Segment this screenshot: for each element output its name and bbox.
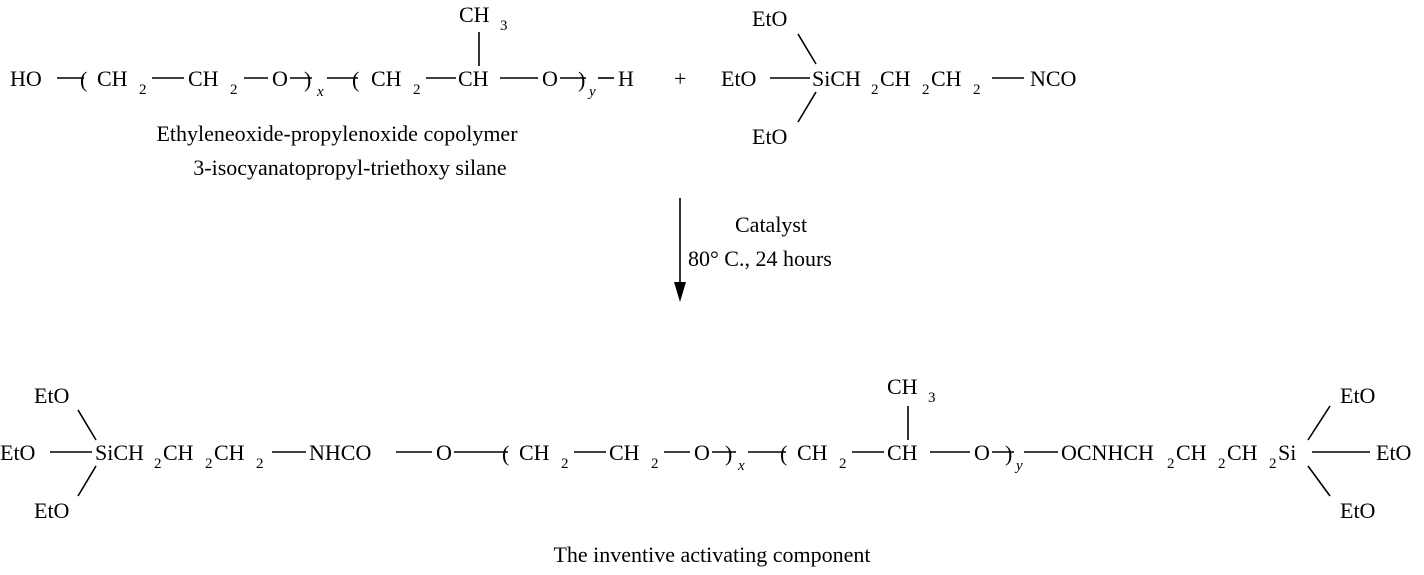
nco-text: NCO — [1030, 66, 1076, 91]
ch2-text: CH — [1227, 440, 1258, 465]
eto-text: EtO — [752, 124, 787, 149]
bond — [798, 34, 816, 64]
paren-close: ) — [1005, 441, 1012, 466]
ch-methine-text: CH — [887, 440, 918, 465]
paren-close: ) — [725, 441, 732, 466]
ch2-text: CH — [188, 66, 219, 91]
subscript-2: 2 — [1269, 456, 1277, 472]
ch2-text: CH — [880, 66, 911, 91]
si-chain-text: SiCH — [95, 440, 144, 465]
paren-close: ) — [304, 67, 311, 92]
subscript-2: 2 — [139, 82, 147, 98]
subscript-2: 2 — [922, 82, 930, 98]
paren-open: ( — [80, 67, 87, 92]
si-chain-text: SiCH — [812, 66, 861, 91]
subscript-2: 2 — [871, 82, 879, 98]
eto-text: EtO — [34, 383, 69, 408]
subscript-2: 2 — [230, 82, 238, 98]
eto-text: EtO — [1340, 498, 1375, 523]
subscript-x: x — [316, 84, 324, 100]
eto-text: EtO — [1376, 440, 1411, 465]
oxygen-text: O — [542, 66, 558, 91]
eto-text: EtO — [1340, 383, 1375, 408]
ch2-text: CH — [609, 440, 640, 465]
subscript-x: x — [737, 458, 745, 474]
oxygen-text: O — [436, 440, 452, 465]
subscript-2: 2 — [1218, 456, 1226, 472]
subscript-2: 2 — [651, 456, 659, 472]
paren-open: ( — [352, 67, 359, 92]
si-text: Si — [1278, 440, 1296, 465]
product-structure: EtO EtO EtO SiCH 2 CH 2 CH 2 NHCO O ( CH… — [0, 374, 1411, 523]
reaction-arrow — [674, 198, 686, 302]
nhco-text: NHCO — [309, 440, 371, 465]
bond — [1308, 466, 1330, 496]
conditions-label: 80° C., 24 hours — [688, 246, 832, 271]
oxygen-text: O — [974, 440, 990, 465]
ch2-text: CH — [519, 440, 550, 465]
subscript-y: y — [587, 84, 596, 100]
ch2-text: CH — [163, 440, 194, 465]
subscript-2: 2 — [205, 456, 213, 472]
hydrogen-text: H — [618, 66, 634, 91]
ch2-text: CH — [214, 440, 245, 465]
plus-sign: + — [674, 66, 686, 91]
arrow-head — [674, 282, 686, 302]
subscript-3: 3 — [928, 390, 936, 406]
catalyst-label: Catalyst — [735, 212, 807, 237]
eto-text: EtO — [721, 66, 756, 91]
paren-close: ) — [578, 67, 585, 92]
subscript-2: 2 — [561, 456, 569, 472]
reactant2-caption: 3-isocyanatopropyl-triethoxy silane — [193, 155, 506, 180]
subscript-2: 2 — [256, 456, 264, 472]
subscript-2: 2 — [973, 82, 981, 98]
subscript-y: y — [1014, 458, 1023, 474]
product-caption: The inventive activating component — [553, 542, 870, 567]
ocnh-chain-text: OCNHCH — [1061, 440, 1154, 465]
ch2-text: CH — [371, 66, 402, 91]
bond — [78, 410, 96, 440]
ch2-text: CH — [797, 440, 828, 465]
ch3-text: CH — [459, 2, 490, 27]
subscript-2: 2 — [413, 82, 421, 98]
reactant-silane: EtO EtO EtO SiCH 2 CH 2 CH 2 NCO — [721, 6, 1076, 149]
reactant1-caption: Ethyleneoxide-propylenoxide copolymer — [156, 121, 518, 146]
oxygen-text: O — [694, 440, 710, 465]
ch-methine-text: CH — [458, 66, 489, 91]
ch2-text: CH — [97, 66, 128, 91]
reactant-copolymer: HO ( CH 2 CH 2 O ) x ( CH 2 CH CH 3 O ) … — [10, 2, 634, 100]
subscript-3: 3 — [500, 18, 508, 34]
ch2-text: CH — [931, 66, 962, 91]
subscript-2: 2 — [154, 456, 162, 472]
eto-text: EtO — [752, 6, 787, 31]
bond — [1308, 406, 1330, 440]
ch3-text: CH — [887, 374, 918, 399]
bond — [798, 92, 816, 122]
subscript-2: 2 — [1167, 456, 1175, 472]
ho-group: HO — [10, 66, 42, 91]
paren-open: ( — [780, 441, 787, 466]
eto-text: EtO — [34, 498, 69, 523]
bond — [78, 466, 96, 496]
paren-open: ( — [502, 441, 509, 466]
subscript-2: 2 — [839, 456, 847, 472]
eto-text: EtO — [0, 440, 35, 465]
ch2-text: CH — [1176, 440, 1207, 465]
oxygen-text: O — [272, 66, 288, 91]
